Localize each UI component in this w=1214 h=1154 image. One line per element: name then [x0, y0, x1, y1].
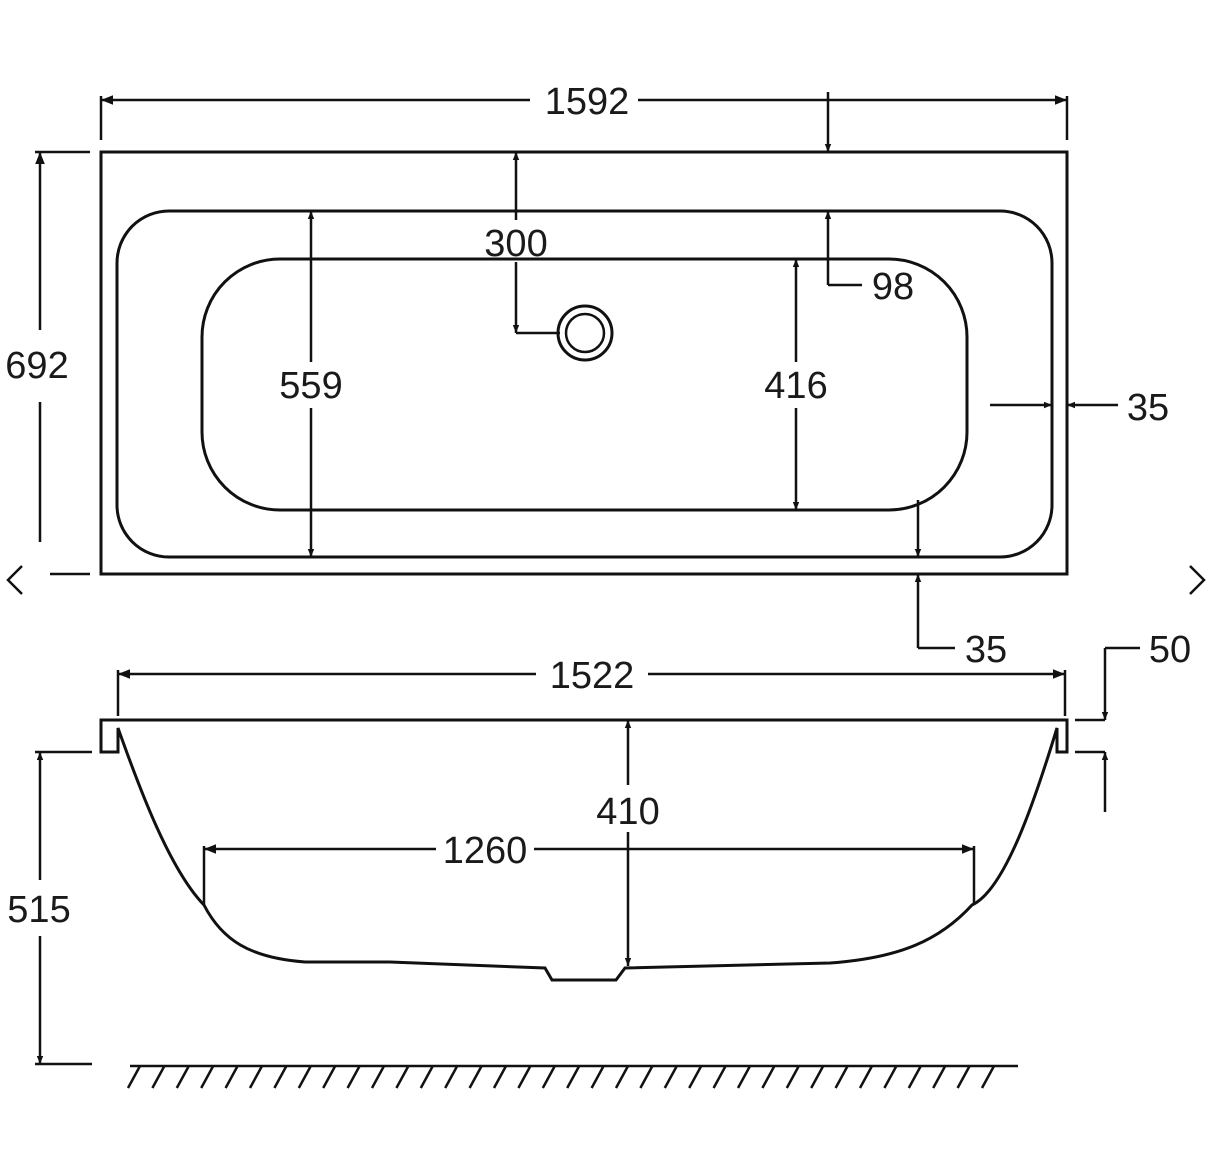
floor-hatch-mark — [712, 1065, 727, 1089]
bath-side-profile — [99, 718, 1069, 982]
floor-hatch-mark — [224, 1065, 239, 1089]
floor-hatch-mark — [419, 1065, 434, 1089]
waste-outlet-icon — [556, 304, 614, 362]
floor-hatch-mark — [761, 1065, 776, 1089]
dimension-side-rim: 35 — [990, 387, 1169, 429]
floor-hatch-mark — [956, 1065, 971, 1089]
floor-hatching — [126, 1064, 1018, 1089]
dimension-rim-step: 98 — [824, 211, 914, 308]
dimension-overall-width: 692 — [5, 150, 90, 576]
floor-hatch-mark — [248, 1065, 264, 1089]
floor-hatch-mark — [932, 1065, 947, 1089]
next-image-button[interactable] — [1184, 558, 1214, 602]
internal-depth-label: 410 — [596, 791, 659, 833]
floor-hatch-mark — [663, 1065, 678, 1089]
end-rim-label: 35 — [965, 629, 1007, 671]
floor-hatch-mark — [395, 1065, 410, 1089]
floor-hatch-mark — [297, 1065, 312, 1089]
outer-rim-outline — [99, 150, 1069, 576]
floor-hatch-mark — [834, 1065, 849, 1089]
floor-hatch-mark — [639, 1065, 654, 1089]
inner-width-label: 559 — [279, 365, 342, 407]
floor-hatch-mark — [980, 1065, 996, 1089]
floor-hatch-mark — [151, 1065, 166, 1089]
floor-hatch-mark — [370, 1065, 386, 1089]
floor-hatch-mark — [858, 1065, 874, 1089]
dimension-rim-thickness: 50 — [1075, 629, 1191, 812]
overall-length-label: 1592 — [545, 81, 630, 123]
chevron-right-icon — [1189, 565, 1206, 595]
basin-outline — [200, 257, 969, 512]
floor-hatch-mark — [688, 1065, 703, 1089]
rim-step-label: 98 — [872, 266, 914, 308]
plan-view — [99, 150, 1069, 576]
overall-height-label: 515 — [7, 889, 70, 931]
chevron-left-icon — [6, 565, 23, 595]
rim-thickness-label: 50 — [1149, 629, 1191, 671]
floor-hatch-mark — [785, 1065, 800, 1089]
dimension-inner-width: 559 — [279, 211, 343, 557]
floor-hatch-mark — [273, 1065, 288, 1089]
floor-hatch-mark — [175, 1065, 190, 1089]
base-length-label: 1260 — [443, 830, 528, 872]
side-rim-label: 35 — [1127, 387, 1169, 429]
dimension-overall-height: 515 — [7, 750, 92, 1066]
floor-hatch-mark — [541, 1065, 556, 1089]
floor-hatch-mark — [126, 1065, 142, 1089]
floor-hatch-mark — [590, 1065, 605, 1089]
floor-hatch-mark — [322, 1065, 337, 1089]
prev-image-button[interactable] — [0, 558, 30, 602]
dimension-overall-length: 1592 — [99, 81, 1069, 140]
floor-hatch-mark — [517, 1065, 532, 1089]
floor-hatch-mark — [200, 1065, 215, 1089]
waste-offset-label: 300 — [484, 223, 547, 265]
floor-hatch-mark — [444, 1065, 459, 1089]
floor-hatch-mark — [468, 1065, 483, 1089]
dimension-waste-offset: 300 — [484, 152, 560, 335]
floor-hatch-mark — [810, 1065, 825, 1089]
basin-width-label: 416 — [764, 365, 827, 407]
dimension-inner-length: 1522 — [116, 655, 1067, 716]
inner-rim-outline — [115, 209, 1054, 559]
dimension-basin-width: 416 — [764, 259, 828, 510]
floor-hatch-mark — [566, 1065, 581, 1089]
floor-hatch-mark — [907, 1065, 922, 1089]
inner-length-label: 1522 — [550, 655, 635, 697]
overall-width-label: 692 — [5, 345, 68, 387]
floor-hatch-mark — [736, 1065, 752, 1089]
floor-hatch-mark — [614, 1065, 630, 1089]
dimension-internal-depth: 410 — [596, 720, 660, 966]
dimension-base-length: 1260 — [202, 830, 976, 905]
floor-hatch-mark — [883, 1065, 898, 1089]
floor-hatch-mark — [346, 1065, 361, 1089]
side-elevation — [99, 718, 1069, 982]
dimension-end-rim: 35 — [914, 500, 1007, 671]
floor-hatch-mark — [492, 1065, 508, 1089]
